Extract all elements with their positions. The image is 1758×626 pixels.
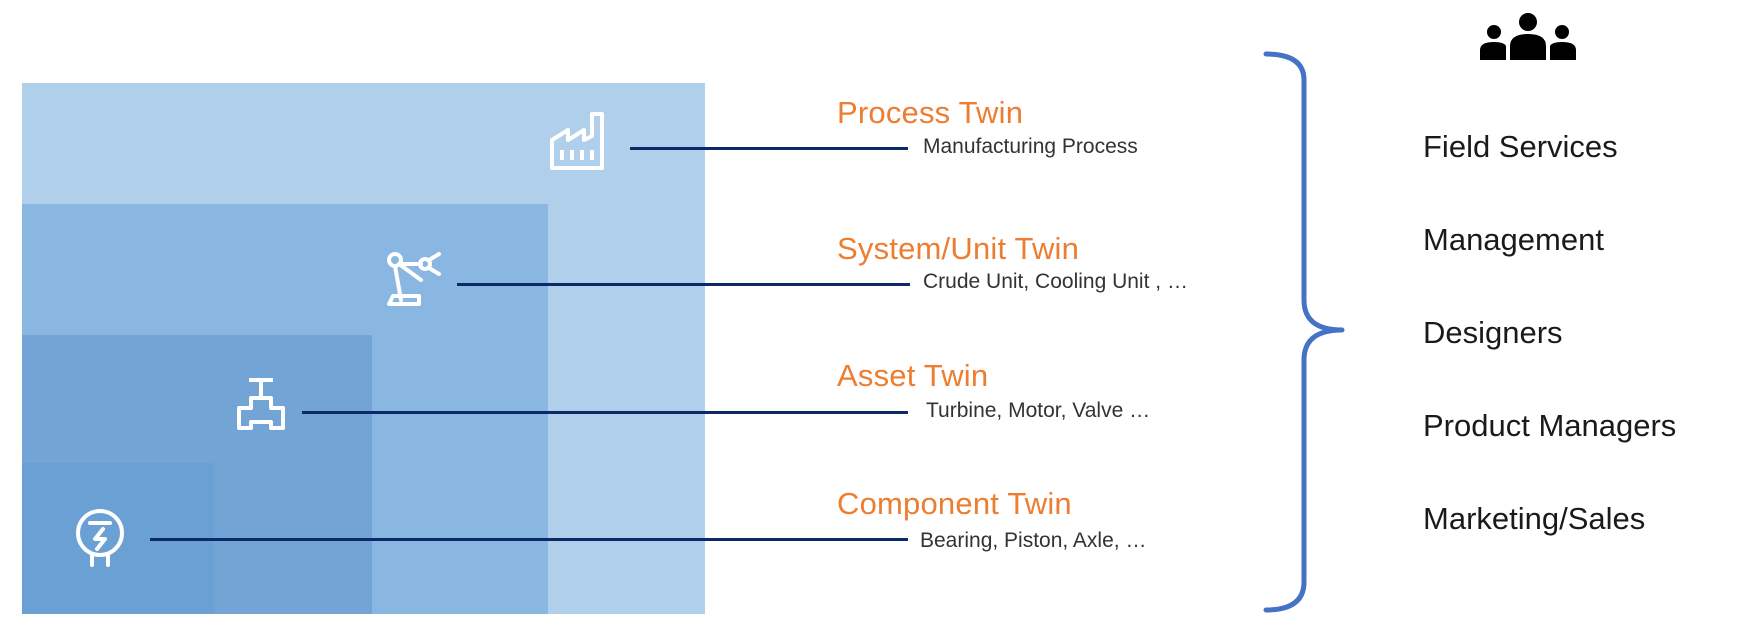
valve-icon xyxy=(235,376,287,432)
asset-connector xyxy=(302,411,908,414)
audience-item-field-services: Field Services xyxy=(1423,129,1618,164)
process-twin-description: Manufacturing Process xyxy=(923,135,1138,158)
system-unit-twin-title: System/Unit Twin xyxy=(837,231,1080,266)
component-connector xyxy=(150,538,908,541)
component-twin-description: Bearing, Piston, Axle, … xyxy=(920,529,1147,552)
system-connector xyxy=(457,283,910,286)
asset-twin-description: Turbine, Motor, Valve … xyxy=(926,399,1151,422)
audience-item-marketing-sales: Marketing/Sales xyxy=(1423,501,1646,536)
gauge-icon xyxy=(72,507,128,569)
audience-item-designers: Designers xyxy=(1423,315,1563,350)
robot-arm-icon xyxy=(385,250,445,310)
curly-brace xyxy=(1262,50,1352,615)
audience-item-product-managers: Product Managers xyxy=(1423,408,1677,443)
process-connector xyxy=(630,147,908,150)
people-group-icon xyxy=(1478,12,1578,60)
process-twin-title: Process Twin xyxy=(837,95,1024,130)
component-twin-title: Component Twin xyxy=(837,486,1072,521)
factory-icon xyxy=(548,110,610,172)
asset-twin-title: Asset Twin xyxy=(837,358,989,393)
system-unit-twin-description: Crude Unit, Cooling Unit , … xyxy=(923,270,1188,293)
audience-item-management: Management xyxy=(1423,222,1604,257)
